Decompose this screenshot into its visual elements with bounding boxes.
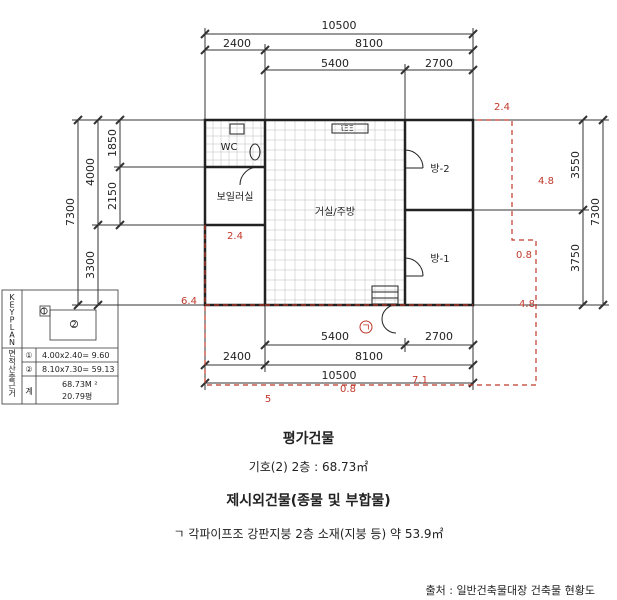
annex-dim-step: 0.8 <box>516 250 532 261</box>
stove-label: ϊΞΞ <box>341 124 354 133</box>
dim-top-left: 2400 <box>223 37 251 50</box>
dim-mid-a: 5400 <box>321 57 349 70</box>
dim-left-wc: 1850 <box>106 129 119 157</box>
caption-item: ㄱ 각파이프조 강판지붕 2층 소재(지붕 등) 약 53.9㎡ <box>173 527 444 541</box>
key-plan-title-letter: K <box>9 293 15 302</box>
key-plan-row1-no: ① <box>25 351 32 360</box>
key-plan-row1-formula: 4.00x2.40= 9.60 <box>42 351 109 360</box>
key-plan-side-label-char: 면 <box>8 348 15 358</box>
key-plan-title-letter: A <box>9 331 15 340</box>
room-wc: WC <box>221 142 238 153</box>
dim-right-lower: 3750 <box>569 244 582 272</box>
key-plan-title-letter: Y <box>9 308 15 317</box>
floor-plan-drawing: 10500 2400 8100 5400 2700 7300 4000 1850… <box>1 19 609 405</box>
caption-title: 평가건물 <box>282 431 335 447</box>
dim-left-lower: 3300 <box>84 251 97 279</box>
annex-dim-top: 2.4 <box>494 102 510 113</box>
annex-dim-boiler: 2.4 <box>227 231 243 242</box>
key-plan-side-label-char: 출 <box>8 372 15 382</box>
dim-bottom-d: 8100 <box>355 350 383 363</box>
room-1: 방-1 <box>430 253 449 265</box>
dim-right-total: 7300 <box>589 198 602 226</box>
key-plan-side-label-char: 적 <box>8 356 15 366</box>
annex-dim-bottom-a: 7.1 <box>412 375 428 386</box>
key-plan-marker-2: 2 <box>71 320 76 329</box>
key-plan-total-area: 68.73M ² <box>62 380 98 389</box>
room-boiler: 보일러실 <box>217 191 254 203</box>
key-plan-row2-formula: 8.10x7.30= 59.13 <box>42 365 115 374</box>
key-plan-title-letter: N <box>9 338 15 347</box>
dim-left-boiler: 2150 <box>106 182 119 210</box>
annex-marker: ㄱ <box>361 323 370 334</box>
annex-dim-left: 6.4 <box>181 296 197 307</box>
dim-mid-b: 2700 <box>425 57 453 70</box>
room-living: 거실/주방 <box>315 206 355 218</box>
dim-left-upper: 4000 <box>84 158 97 186</box>
dim-top-right: 8100 <box>355 37 383 50</box>
annex-dim-right-lower: 4.8 <box>519 299 535 310</box>
key-plan-marker-1: 1 <box>41 307 46 316</box>
key-plan-row2-no: ② <box>25 365 32 374</box>
key-plan-total-pyeong: 20.79평 <box>62 391 92 401</box>
caption-title2: 제시외건물(종물 및 부합물) <box>226 493 391 509</box>
annex-dim-bottom-b: 0.8 <box>340 384 356 395</box>
dim-total-width: 10500 <box>322 19 357 32</box>
key-plan-title-letter: L <box>10 323 15 332</box>
dim-bottom-b: 2700 <box>425 330 453 343</box>
dim-left-total: 7300 <box>64 198 77 226</box>
dim-bottom-c: 2400 <box>223 350 251 363</box>
room-2: 방-2 <box>430 163 449 175</box>
dim-bottom-total: 10500 <box>322 369 357 382</box>
key-plan-side-label-char: 거 <box>8 389 15 398</box>
key-plan-title-letter: E <box>9 301 14 310</box>
key-plan-side-label-char: 근 <box>8 381 15 390</box>
dim-right-upper: 3550 <box>569 151 582 179</box>
caption-subtitle: 기호(2) 2층 : 68.73㎡ <box>248 460 369 474</box>
dim-bottom-a: 5400 <box>321 330 349 343</box>
annex-dim-bottom-c: 5 <box>265 394 271 405</box>
key-plan-total-label: 계 <box>25 386 32 396</box>
key-plan-side-label-char: 산 <box>8 364 16 374</box>
annex-dim-right-upper: 4.8 <box>538 176 554 187</box>
source-note: 출처 : 일반건축물대장 건축물 현황도 <box>425 584 596 597</box>
key-plan-title-letter: P <box>10 316 15 325</box>
